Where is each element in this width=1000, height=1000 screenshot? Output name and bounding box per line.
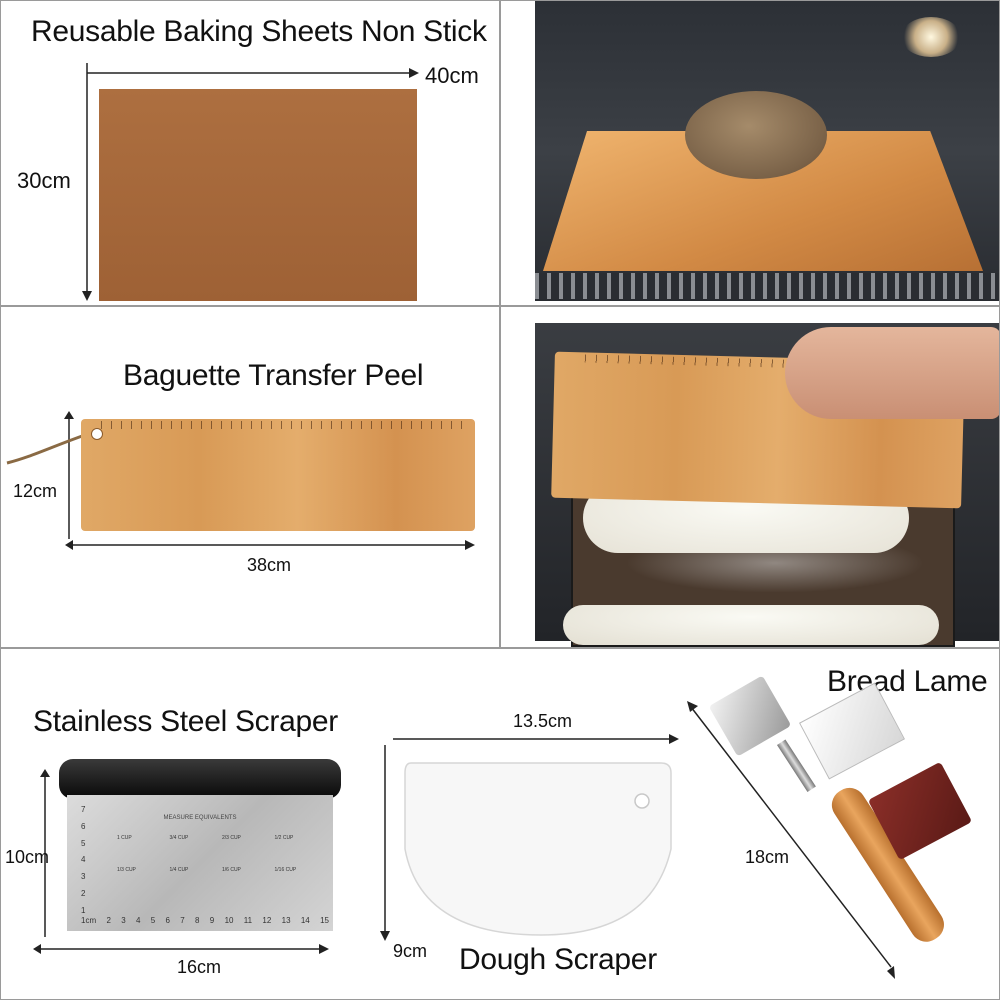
peel-hanging-hole [91, 428, 103, 440]
cup-label: 1/3 CUP [117, 867, 136, 873]
ruler-number: 13 [281, 916, 291, 925]
panel-baking-sheet: Reusable Baking Sheets Non Stick 40cm 30… [0, 0, 500, 306]
ruler-number: 10 [224, 916, 234, 925]
ruler-number: 6 [165, 916, 170, 925]
oven-photo [535, 1, 999, 301]
oven-light-glow [901, 17, 961, 57]
baking-sheet-dimension-arrows [82, 63, 419, 301]
peel-height: 12cm [13, 481, 58, 501]
cup-label: 1/4 CUP [169, 867, 189, 873]
side-number: 5 [81, 838, 86, 848]
oven-rack [535, 273, 999, 299]
side-numbers: 7 6 5 4 3 2 1 [81, 805, 85, 915]
ruler-number: 9 [209, 916, 215, 925]
dough-scraper-shape [404, 762, 672, 936]
panel-baguette-peel: Baguette Transfer Peel 12cm 38cm [0, 306, 500, 648]
baking-sheet-height: 30cm [17, 168, 71, 193]
side-number: 3 [81, 872, 86, 882]
scraper-title: Stainless Steel Scraper [33, 705, 338, 738]
scraper-height: 10cm [5, 847, 50, 867]
ruler-number: 5 [150, 916, 156, 925]
side-number: 4 [81, 855, 86, 865]
peel-usage-photo [535, 323, 999, 647]
stainless-scraper-plate: MEASURE EQUIVALENTS 1 CUP 3/4 CUP 2/3 CU… [67, 795, 333, 931]
cup-label: 1/6 CUP [222, 867, 241, 873]
ruler-number: 7 [180, 916, 185, 925]
side-number: 6 [81, 821, 86, 831]
cup-label: 1/16 CUP [274, 867, 297, 873]
ruler-number: 1cm [81, 916, 97, 925]
ruler-numbers: 1cm 2 3 4 5 6 7 8 9 10 11 12 13 14 15 [81, 916, 329, 925]
bread-loaf [685, 91, 827, 179]
baking-sheet [99, 89, 417, 301]
cup-label: 1/2 CUP [274, 835, 294, 841]
dough-scraper-title: Dough Scraper [459, 943, 657, 976]
ruler-number: 3 [121, 916, 126, 925]
ruler-number: 8 [195, 916, 200, 925]
peel-dimension-arrows [6, 411, 475, 550]
cup-label: 3/4 CUP [169, 835, 189, 841]
panel-peel-photo [500, 306, 1000, 648]
scraper-width: 16cm [177, 957, 222, 977]
ruler-number: 2 [106, 916, 111, 925]
panel-oven-photo [500, 0, 1000, 306]
ruler-number: 11 [243, 916, 253, 925]
peel-title: Baguette Transfer Peel [123, 359, 424, 392]
tools-dimension-arrows [33, 701, 895, 979]
ruler-number: 4 [135, 916, 141, 925]
side-number: 7 [81, 805, 86, 814]
baking-sheet-title: Reusable Baking Sheets Non Stick [31, 15, 487, 48]
dough-scraper-height: 9cm [393, 941, 428, 961]
cup-label: 2/3 CUP [222, 835, 241, 841]
peel-ruler-marks [101, 421, 465, 429]
hand [785, 327, 999, 419]
ruler-number: 15 [320, 916, 329, 925]
dough-scraper-width: 13.5cm [513, 711, 573, 731]
baguette-peel [81, 419, 475, 531]
plate-heading: MEASURE EQUIVALENTS [163, 815, 237, 821]
cup-label: 1 CUP [117, 835, 132, 841]
ruler-number: 14 [300, 916, 310, 925]
baking-sheet-width: 40cm [425, 63, 479, 88]
panel-tools: Stainless Steel Scraper Bread Lame Dough… [0, 648, 1000, 1000]
cups-grid: 1 CUP 3/4 CUP 2/3 CUP 1/2 CUP 1/3 CUP 1/… [117, 835, 327, 873]
peel-width: 38cm [247, 555, 292, 575]
side-number: 1 [81, 905, 86, 915]
ruler-number: 12 [262, 916, 272, 925]
scraper-handle [59, 759, 341, 799]
baguette-dough-2 [563, 605, 939, 645]
side-number: 2 [81, 889, 86, 899]
lame-length: 18cm [745, 847, 790, 867]
